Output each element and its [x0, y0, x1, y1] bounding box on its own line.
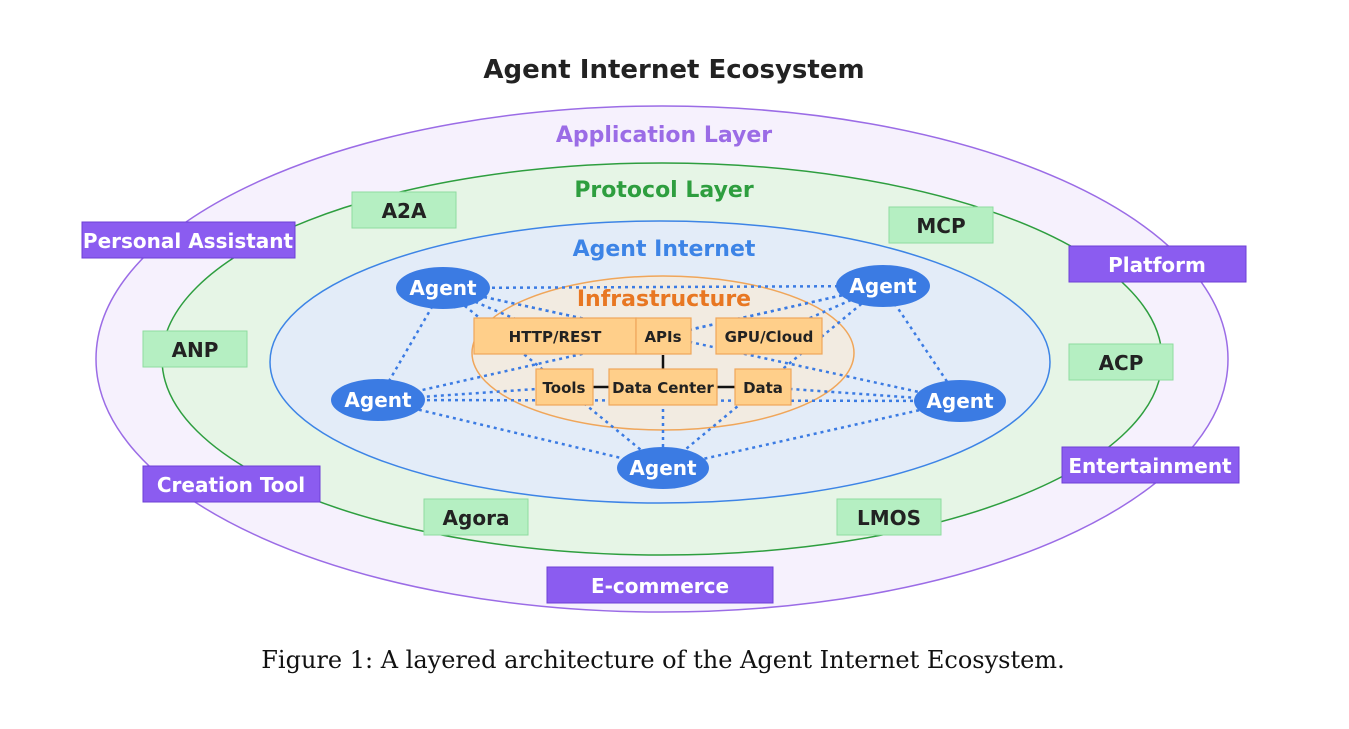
protocol-box-lmos [836, 498, 942, 536]
agent-node [617, 447, 709, 489]
infra-box-tools [535, 368, 594, 406]
protocol-label-a2a: A2A [382, 199, 427, 223]
protocol-box-mcp [888, 206, 994, 244]
infra-label-apis: APIs [644, 328, 681, 346]
agent-node [836, 265, 930, 307]
infra-label-http-rest: HTTP/REST [509, 328, 602, 346]
agent-node [396, 267, 490, 309]
application-box-entertainment [1061, 446, 1240, 484]
application-label-e-commerce: E-commerce [591, 574, 729, 598]
agent-node-label: Agent [849, 274, 917, 298]
application-label-creation-tool: Creation Tool [157, 473, 305, 497]
agent-link [377, 398, 961, 403]
agent-link [662, 399, 961, 470]
application-box-platform [1068, 245, 1247, 283]
infra-label-tools: Tools [543, 379, 586, 397]
agent-node-label: Agent [409, 276, 477, 300]
protocol-box-agora [423, 498, 529, 536]
infra-label-data: Data [743, 379, 783, 397]
agent-link [442, 286, 961, 403]
infrastructure-connectors [593, 355, 735, 389]
infra-box-http-rest [473, 317, 637, 355]
agent-link [377, 385, 566, 402]
infra-box-apis [635, 317, 692, 355]
application-box-e-commerce [546, 566, 774, 604]
infra-label-data-center: Data Center [612, 379, 714, 397]
infrastructure-label: Infrastructure [577, 287, 751, 312]
agent-link [442, 284, 884, 290]
protocol-label-anp: ANP [172, 338, 219, 362]
application-label-entertainment: Entertainment [1068, 454, 1232, 478]
agents: Agent Agent Agent Agent Agent [331, 265, 1006, 489]
infrastructure-items: HTTP/REST APIs GPU/Cloud Tools Data Cent… [473, 317, 823, 406]
protocol-label-lmos: LMOS [857, 506, 921, 530]
protocol-layer-label: Protocol Layer [574, 178, 754, 203]
infra-box-data [734, 368, 792, 406]
application-layer-label: Application Layer [556, 123, 772, 148]
protocol-box-anp [142, 330, 248, 368]
agent-node-label: Agent [629, 456, 697, 480]
diagram-title: Agent Internet Ecosystem [483, 55, 864, 85]
agent-node-label: Agent [926, 389, 994, 413]
protocol-box-a2a [351, 191, 457, 229]
figure-caption: Figure 1: A layered architecture of the … [261, 646, 1064, 674]
infra-box-data-center [608, 368, 718, 406]
application-label-platform: Platform [1108, 253, 1206, 277]
protocol-box-acp [1068, 343, 1174, 381]
infra-label-gpu-cloud: GPU/Cloud [725, 328, 814, 346]
protocol-label-agora: Agora [443, 506, 510, 530]
application-box-personal-assistant [81, 221, 296, 259]
agent-node [914, 380, 1006, 422]
application-box-creation-tool [142, 465, 321, 503]
protocols: A2A MCP ANP ACP Agora LMOS [142, 191, 1174, 536]
applications: Personal Assistant Platform Creation Too… [81, 221, 1247, 604]
protocol-label-mcp: MCP [916, 214, 965, 238]
protocol-label-acp: ACP [1099, 351, 1144, 375]
agent-node-label: Agent [344, 388, 412, 412]
agent-node [331, 379, 425, 421]
agent-link [762, 385, 961, 403]
agent-internet-label: Agent Internet [573, 237, 756, 262]
application-label-personal-assistant: Personal Assistant [83, 229, 294, 253]
infra-box-gpu-cloud [715, 317, 823, 355]
